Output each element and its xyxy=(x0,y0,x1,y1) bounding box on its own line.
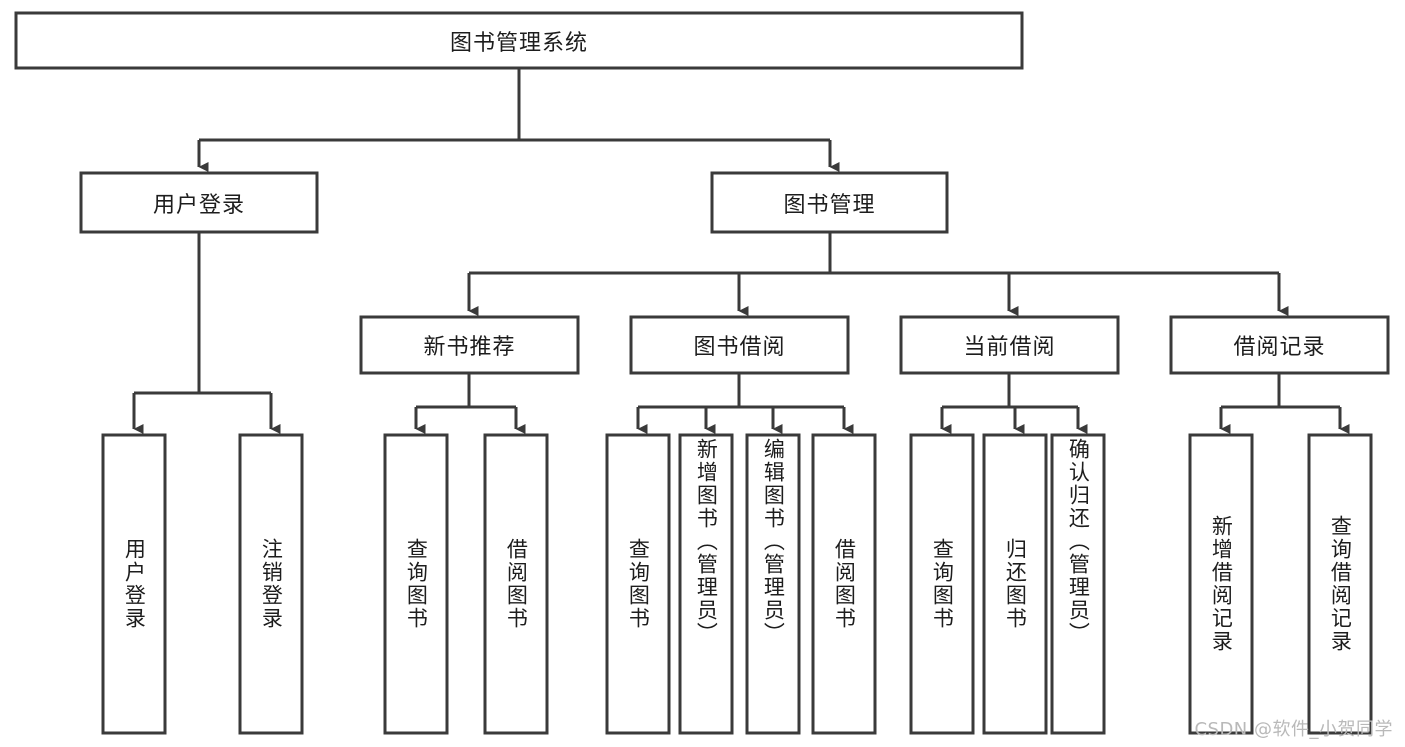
node-box-leaf-add-record[interactable] xyxy=(1188,433,1254,735)
node-box-root[interactable] xyxy=(14,11,1024,70)
node-box-leaf-user-logout[interactable] xyxy=(238,433,304,735)
node-box-borrow-record[interactable] xyxy=(1169,315,1390,375)
node-box-current-borrow[interactable] xyxy=(899,315,1120,375)
node-box-leaf-borrow-book-2[interactable] xyxy=(811,433,877,735)
node-box-book-borrow[interactable] xyxy=(629,315,850,375)
node-box-leaf-confirm-return[interactable] xyxy=(1050,433,1106,735)
node-box-leaf-query-record[interactable] xyxy=(1307,433,1373,735)
node-box-leaf-add-book[interactable] xyxy=(678,433,734,735)
watermark-text: CSDN @软件_小贺同学 xyxy=(1194,719,1393,740)
node-box-leaf-query-book-2[interactable] xyxy=(605,433,671,735)
node-box-book-manage[interactable] xyxy=(710,171,949,234)
node-box-leaf-edit-book[interactable] xyxy=(745,433,801,735)
node-box-new-book-rec[interactable] xyxy=(359,315,580,375)
node-box-leaf-query-book-3[interactable] xyxy=(909,433,975,735)
node-box-leaf-user-login[interactable] xyxy=(101,433,167,735)
node-box-leaf-borrow-book-1[interactable] xyxy=(483,433,549,735)
node-box-user-login[interactable] xyxy=(79,171,319,234)
node-box-leaf-return-book[interactable] xyxy=(982,433,1048,735)
node-box-leaf-query-book-1[interactable] xyxy=(383,433,449,735)
